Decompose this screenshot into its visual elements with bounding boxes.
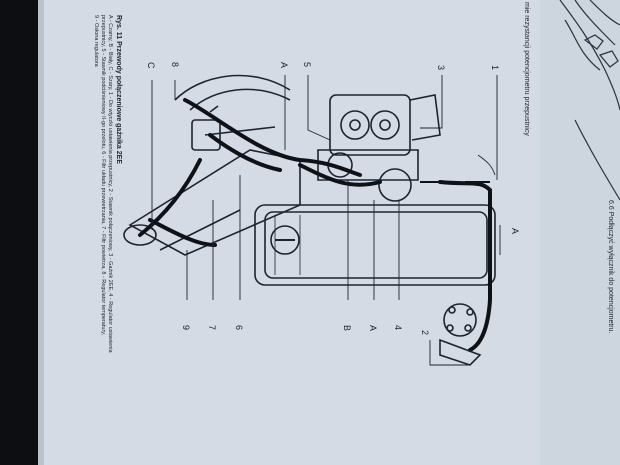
partial-drawing-top-right [559, 0, 620, 111]
figure-caption-line-1: A - Czarny, B - Biały, C - Szary, 1 - Do… [107, 15, 113, 353]
oil-cap [270, 225, 300, 255]
air-filter [123, 74, 301, 256]
header-top-left: mie rezystancji potencjometru przepustni… [523, 2, 530, 136]
header-top-right: 6.6 Podłączyć wyłącznik do potencjometru… [607, 200, 614, 334]
callout-6: 6 [234, 325, 244, 331]
page-edge [38, 0, 44, 465]
callout-b: B [342, 325, 352, 332]
callout-8: 8 [170, 62, 180, 68]
partial-curve [574, 119, 620, 201]
temperature-regulator [191, 105, 276, 151]
callout-a-left: A [279, 62, 289, 69]
callout-a-right: A [510, 228, 520, 235]
callout-1: 1 [490, 65, 500, 71]
figure-caption-line-2: przepustnicy, 5 - Stawnik podciśnieniowy… [100, 15, 106, 336]
callout-9: 9 [181, 325, 191, 331]
paper-page [38, 0, 620, 465]
leader-lines [151, 75, 501, 366]
page-right-region [540, 0, 620, 465]
callout-5: 5 [302, 62, 312, 68]
hoses [138, 98, 492, 352]
figure-caption-title: Rys. 11 Przewody połączeniowe gaźnika 2E… [115, 15, 122, 165]
distributor [439, 303, 482, 366]
callout-7: 7 [207, 325, 217, 331]
figure-caption-line-3: 9 - Osłona regulatora [93, 15, 99, 67]
engine-block [254, 204, 496, 286]
callout-c: C [146, 62, 156, 69]
carburetor [317, 94, 441, 202]
callout-2: 2 [420, 330, 430, 336]
callout-4: 4 [393, 325, 403, 331]
callout-a-middle: A [368, 325, 378, 332]
callout-3: 3 [436, 65, 446, 71]
